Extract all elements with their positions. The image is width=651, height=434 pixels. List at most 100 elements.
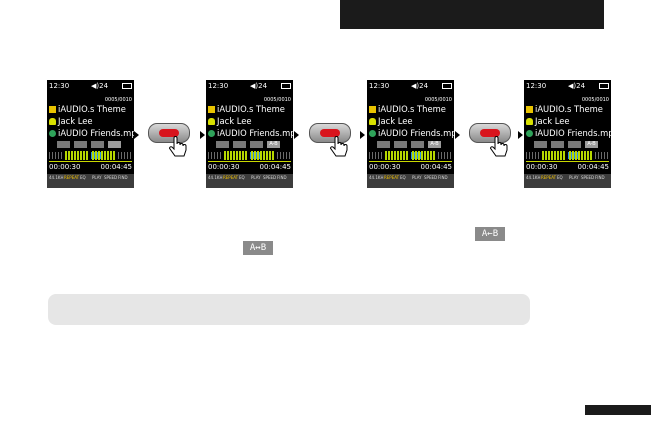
level-meter: [208, 151, 291, 160]
time-row: 00:00:30 00:04:45: [369, 161, 452, 174]
level-bars: [412, 151, 436, 160]
setting-label: FIND: [595, 175, 605, 180]
volume-indicator: ◀)24: [250, 82, 268, 90]
disc-icon: [208, 130, 215, 137]
folder-line: iAUDIO.s Theme: [369, 104, 446, 114]
mode-button: [74, 141, 87, 148]
track-counter: 0005/0010: [424, 97, 452, 103]
setting-label: PLAY: [569, 175, 579, 180]
folder-icon: [208, 106, 215, 113]
track-counter: 0005/0010: [104, 97, 132, 103]
ab-repeat-button: A-B: [267, 141, 280, 148]
setting-label: PLAY: [92, 175, 102, 180]
time-row: 00:00:30 00:04:45: [49, 161, 132, 174]
ab-start-icon: A←B: [475, 227, 505, 241]
clock: 12:30: [49, 82, 70, 90]
status-bar: 12:30 ◀)24: [49, 82, 132, 91]
artist-icon: [208, 118, 215, 125]
level-meter: [369, 151, 452, 160]
track-line: iAUDIO Friends.mp: [208, 128, 293, 138]
mode-buttons: A-B: [216, 141, 286, 148]
folder-icon: [369, 106, 376, 113]
red-button-icon: [320, 129, 340, 137]
artist-line: Jack Lee: [208, 116, 252, 126]
setting-label: EQ: [557, 175, 563, 180]
arrow-icon: [455, 131, 460, 139]
ab-repeat-button: [108, 141, 121, 148]
elapsed-time: 00:00:30: [369, 163, 401, 171]
mode-buttons: [57, 141, 127, 148]
total-time: 00:04:45: [100, 163, 132, 171]
setting-label: 44.1KH: [369, 175, 384, 180]
level-dots: [277, 152, 291, 159]
level-dots: [438, 152, 452, 159]
mode-button: [57, 141, 70, 148]
button-pill: [469, 123, 511, 143]
folder-line: iAUDIO.s Theme: [208, 104, 285, 114]
volume-indicator: ◀)24: [91, 82, 109, 90]
status-bar: 12:30 ◀)24: [208, 82, 291, 91]
mode-button: [568, 141, 581, 148]
mode-buttons: A-B: [534, 141, 604, 148]
level-bars: [251, 151, 275, 160]
total-time: 00:04:45: [577, 163, 609, 171]
battery-icon: [442, 83, 452, 89]
arrow-icon: [360, 131, 365, 139]
setting-label: REPEAT: [64, 175, 80, 180]
hand-icon: [169, 136, 187, 157]
artist-line: Jack Lee: [49, 116, 93, 126]
battery-icon: [281, 83, 291, 89]
level-dots: [208, 152, 222, 159]
mode-button: [411, 141, 424, 148]
mode-buttons: A-B: [377, 141, 447, 148]
red-button-icon: [480, 129, 500, 137]
status-bar: 12:30 ◀)24: [369, 82, 452, 91]
level-meter: [49, 151, 132, 160]
setting-label: FIND: [277, 175, 287, 180]
elapsed-time: 00:00:30: [208, 163, 240, 171]
setting-label: REPEAT: [223, 175, 239, 180]
settings-strip: 44.1KH REPEAT EQ PLAY SPEED FIND: [206, 174, 293, 188]
disc-icon: [369, 130, 376, 137]
mode-button: [377, 141, 390, 148]
setting-label: FIND: [438, 175, 448, 180]
ab-repeat-button: A-B: [428, 141, 441, 148]
mode-button: [216, 141, 229, 148]
battery-icon: [122, 83, 132, 89]
level-bars: [569, 151, 593, 160]
mode-button: [233, 141, 246, 148]
setting-label: 44.1KH: [49, 175, 64, 180]
ab-repeat-icon: A↔B: [243, 241, 273, 255]
device-screen-2: 12:30 ◀)24 0005/0010 iAUDIO.s Theme Jack…: [206, 80, 293, 188]
folder-icon: [49, 106, 56, 113]
volume-indicator: ◀)24: [411, 82, 429, 90]
device-screen-3: 12:30 ◀)24 0005/0010 iAUDIO.s Theme Jack…: [367, 80, 454, 188]
elapsed-time: 00:00:30: [49, 163, 81, 171]
press-button-illustration-1: [148, 123, 198, 159]
setting-label: REPEAT: [541, 175, 557, 180]
level-dots: [526, 152, 540, 159]
setting-label: EQ: [80, 175, 86, 180]
time-row: 00:00:30 00:04:45: [208, 161, 291, 174]
setting-label: EQ: [400, 175, 406, 180]
status-bar: 12:30 ◀)24: [526, 82, 609, 91]
button-pill: [309, 123, 351, 143]
setting-label: SPEED: [424, 175, 438, 180]
level-bars: [65, 151, 89, 160]
press-button-illustration-3: [469, 123, 519, 159]
clock: 12:30: [526, 82, 547, 90]
header-bar: [340, 0, 604, 29]
volume-indicator: ◀)24: [568, 82, 586, 90]
time-row: 00:00:30 00:04:45: [526, 161, 609, 174]
settings-strip: 44.1KH REPEAT EQ PLAY SPEED FIND: [524, 174, 611, 188]
total-time: 00:04:45: [420, 163, 452, 171]
arrow-icon: [200, 131, 205, 139]
setting-label: FIND: [118, 175, 128, 180]
artist-icon: [526, 118, 533, 125]
level-bars: [224, 151, 248, 160]
setting-label: 44.1KH: [526, 175, 541, 180]
hand-icon: [330, 136, 348, 157]
folder-line: iAUDIO.s Theme: [526, 104, 603, 114]
setting-label: 44.1KH: [208, 175, 223, 180]
setting-label: REPEAT: [384, 175, 400, 180]
